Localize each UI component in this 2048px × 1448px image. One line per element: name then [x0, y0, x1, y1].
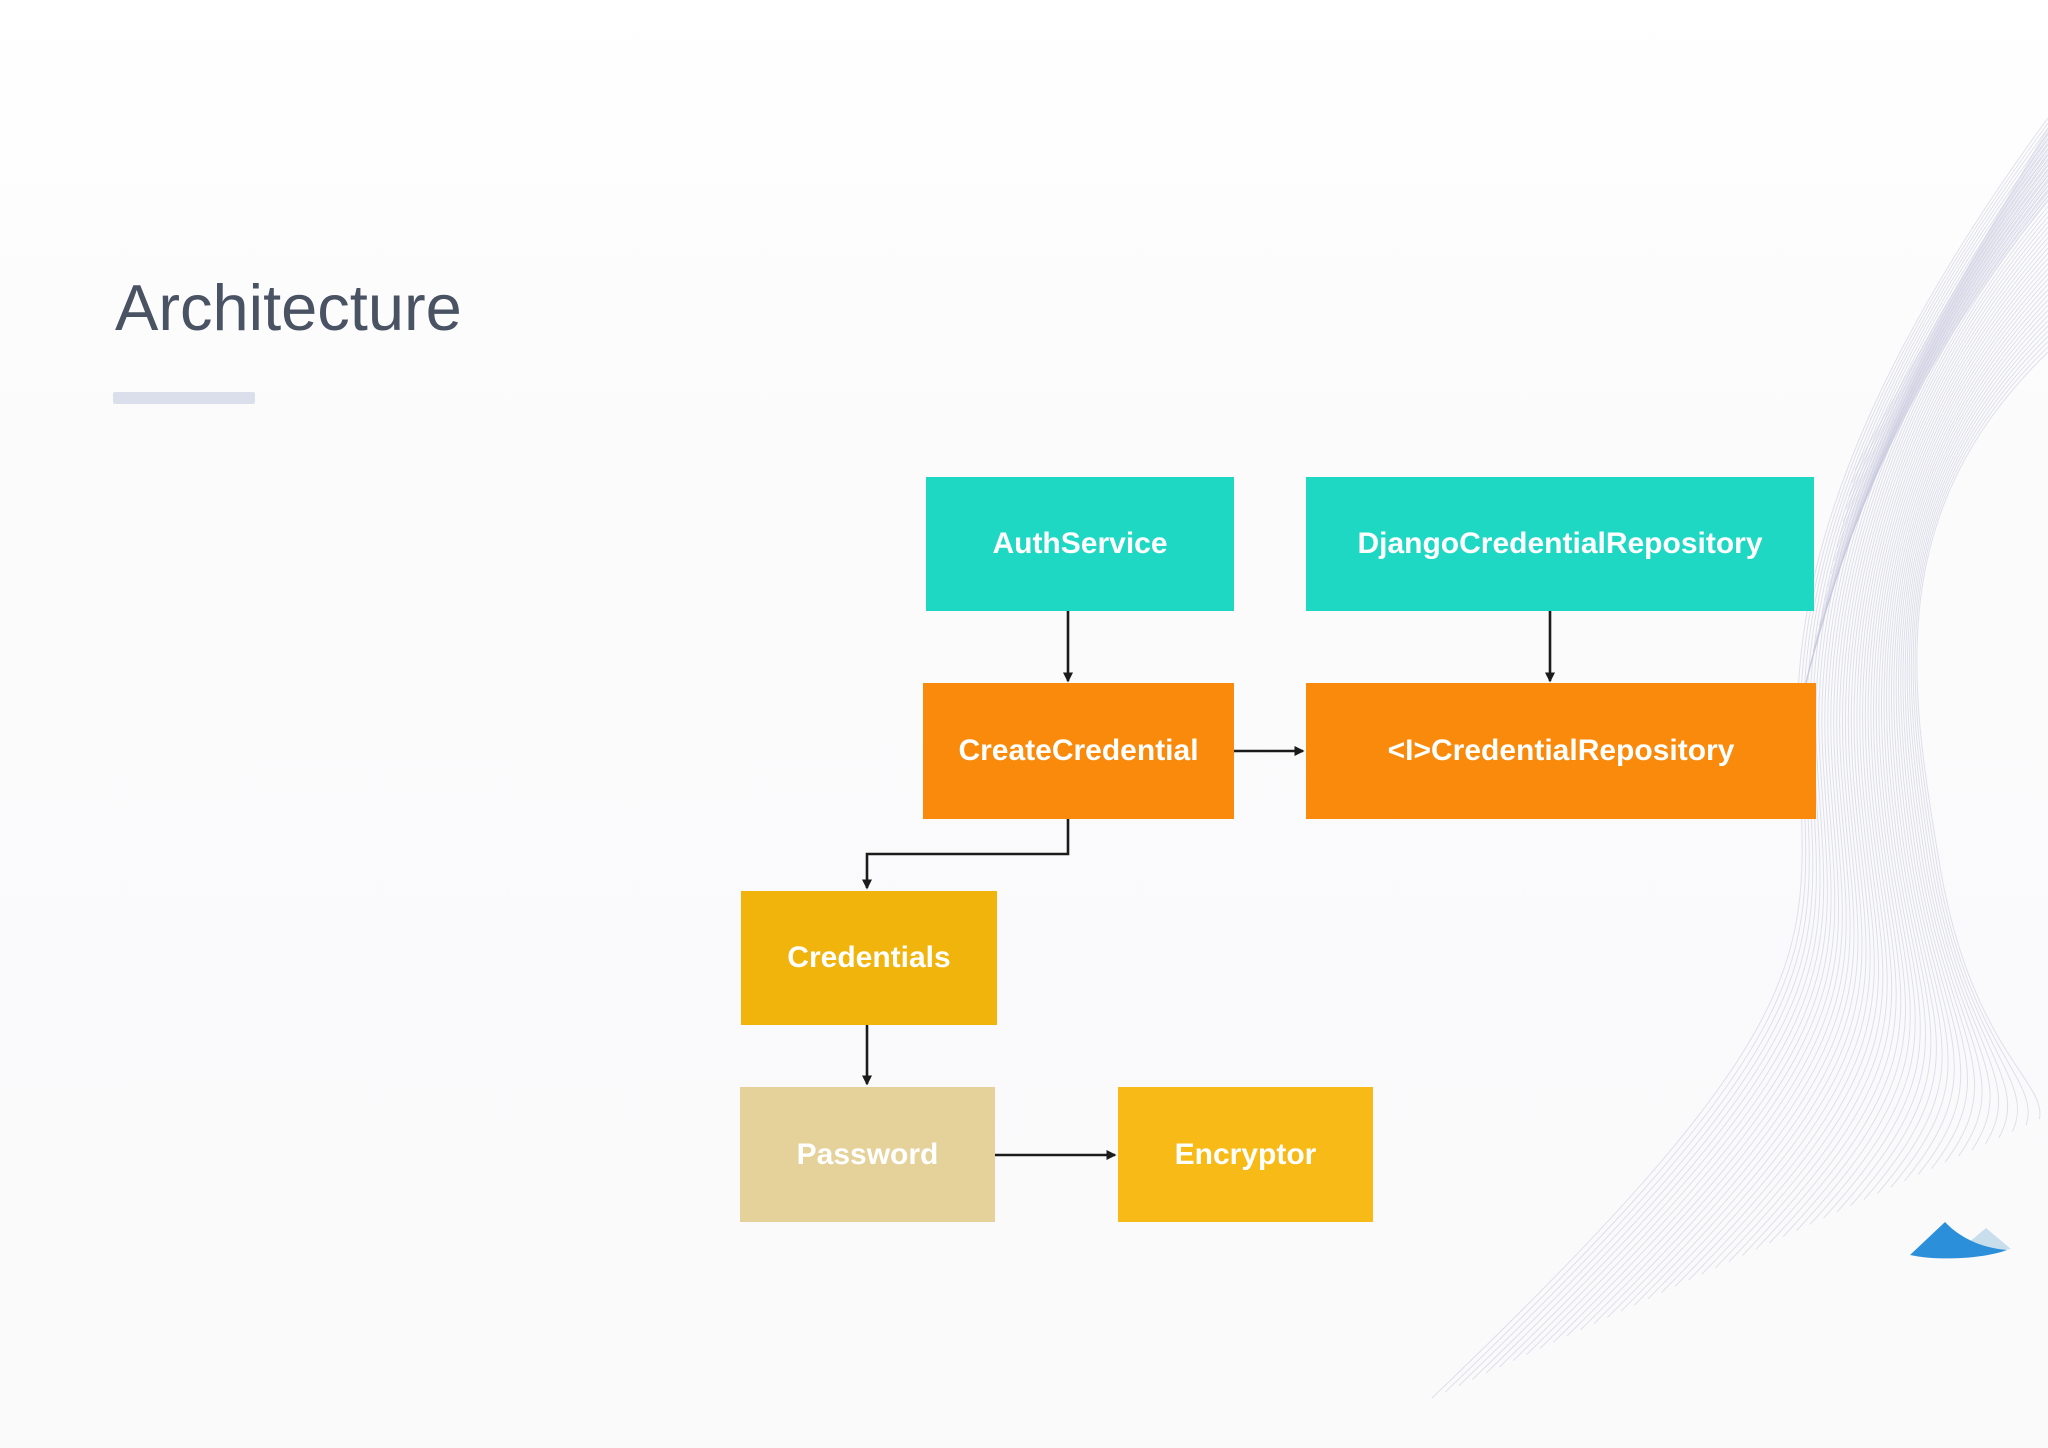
node-i-credential-repository: <I>CredentialRepository [1306, 683, 1816, 819]
mountain-wave-logo-icon [1910, 1222, 2011, 1259]
node-encryptor: Encryptor [1118, 1087, 1373, 1222]
logo-front-peak [1910, 1222, 2007, 1259]
logo-back-peak [1962, 1228, 2011, 1251]
node-django-credential-repository: DjangoCredentialRepository [1306, 477, 1814, 611]
node-auth-service: AuthService [926, 477, 1234, 611]
node-create-credential: CreateCredential [923, 683, 1234, 819]
title-underline-accent [113, 392, 255, 404]
page-title: Architecture [115, 271, 462, 344]
node-password: Password [740, 1087, 995, 1222]
node-credentials: Credentials [741, 891, 997, 1025]
edge-create-credential-to-credentials [862, 819, 1070, 890]
